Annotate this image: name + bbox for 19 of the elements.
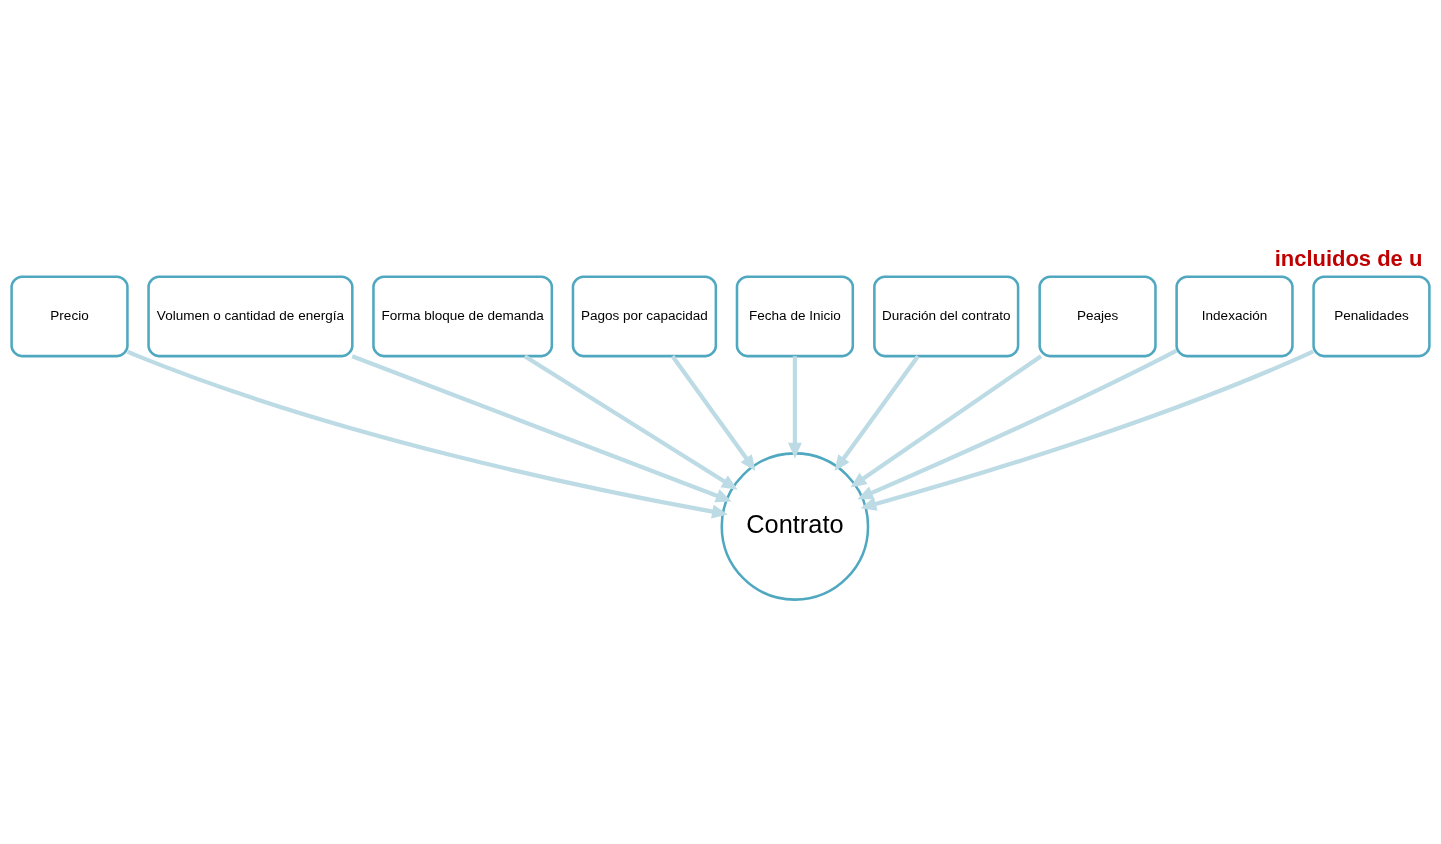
arrow <box>670 354 756 471</box>
arrow <box>850 353 1043 487</box>
node-box: Precio <box>10 274 129 357</box>
arrow <box>351 353 732 502</box>
arrow <box>860 348 1315 511</box>
arrow <box>787 355 802 459</box>
node-box: Duración del contrato <box>873 274 1020 357</box>
node-box: Fecha de Inicio <box>735 274 855 357</box>
arrow <box>126 349 728 518</box>
node-box: Penalidades <box>1312 274 1431 357</box>
node-box: Indexación <box>1175 274 1294 357</box>
node-box: Volumen o cantidad de energía <box>147 274 354 357</box>
node-box: Peajes <box>1038 274 1157 357</box>
arrow <box>857 348 1178 499</box>
diagram-title: incluidos de u <box>1274 245 1423 270</box>
node-box: Pagos por capacidad <box>571 274 718 357</box>
arrow <box>523 353 738 490</box>
node-box: Forma bloque de demanda <box>372 274 554 357</box>
arrow <box>834 354 920 471</box>
